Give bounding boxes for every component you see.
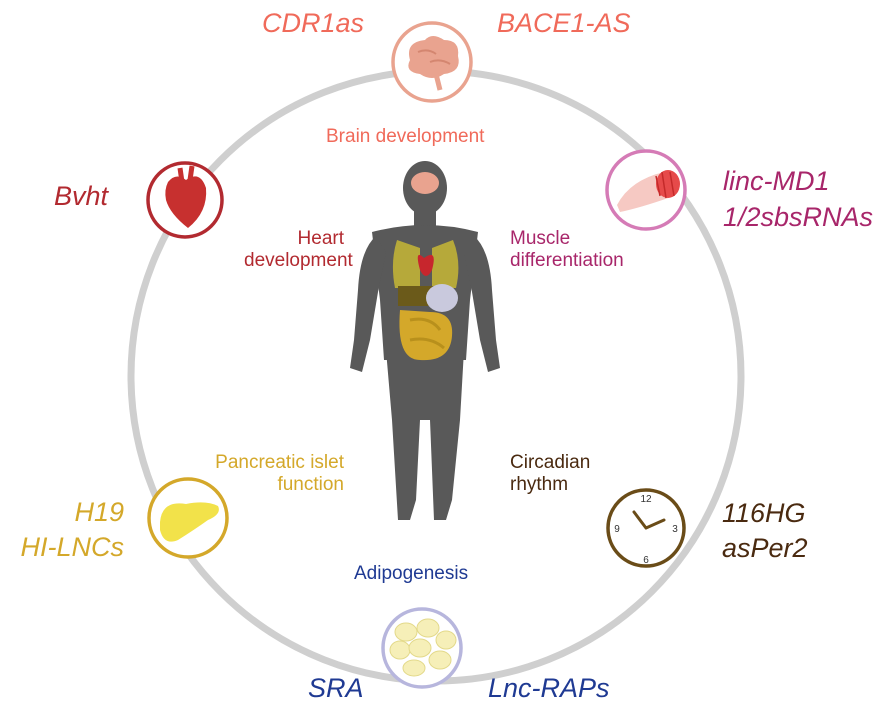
muscle-process-label: Muscle differentiation	[510, 228, 624, 272]
pancreas-process-line-2: function	[277, 474, 344, 495]
stomach-icon	[426, 284, 458, 312]
pancreas-process-label: Pancreatic islet function	[184, 452, 344, 496]
brain-gene-2: BACE1-AS	[497, 8, 631, 38]
clock-numeral-12: 12	[640, 494, 652, 505]
heart-process-label: Heart development	[244, 228, 353, 272]
heart-process-line-1: Heart	[297, 228, 344, 249]
clock-numeral-3: 3	[672, 524, 678, 535]
brain-icon	[408, 36, 459, 91]
muscle-fiber-icon	[617, 170, 680, 212]
muscle-process-line-1: Muscle	[510, 228, 571, 249]
circadian-gene-1: 116HG	[722, 498, 806, 528]
intestines-icon	[399, 310, 453, 361]
adipo-gene-2: Lnc-RAPs	[488, 673, 610, 703]
clock-icon: 12 3 6 9	[614, 494, 678, 566]
pancreas-gene-1: H19	[74, 497, 124, 527]
body-brain-icon	[411, 172, 439, 194]
circadian-process-label: Circadian rhythm	[510, 452, 590, 496]
heart-process-line-2: development	[244, 250, 353, 271]
brain-process-label: Brain development	[326, 126, 485, 147]
circadian-gene-2: asPer2	[722, 533, 808, 563]
body-heart-icon	[417, 254, 434, 276]
muscle-process-line-2: differentiation	[510, 250, 624, 271]
adipo-process-label: Adipogenesis	[354, 563, 469, 584]
lungs-icon	[392, 240, 420, 288]
circadian-process-line-1: Circadian	[510, 452, 591, 473]
clock-numeral-6: 6	[643, 555, 649, 566]
heart-icon	[165, 165, 207, 228]
circadian-process-line-2: rhythm	[510, 474, 569, 495]
adipo-gene-1: SRA	[308, 673, 364, 703]
muscle-gene-2: 1/2sbsRNAs	[723, 202, 874, 232]
clock-numeral-9: 9	[614, 524, 620, 535]
heart-gene-1: Bvht	[54, 181, 109, 211]
pancreas-process-line-1: Pancreatic islet	[215, 452, 344, 473]
pancreas-gene-2: HI-LNCs	[20, 532, 124, 562]
muscle-gene-1: linc-MD1	[723, 166, 830, 196]
brain-gene-1: CDR1as	[262, 8, 365, 38]
organs-icon	[392, 172, 459, 361]
fat-cells-icon	[389, 618, 457, 677]
pancreas-icon	[160, 502, 219, 542]
